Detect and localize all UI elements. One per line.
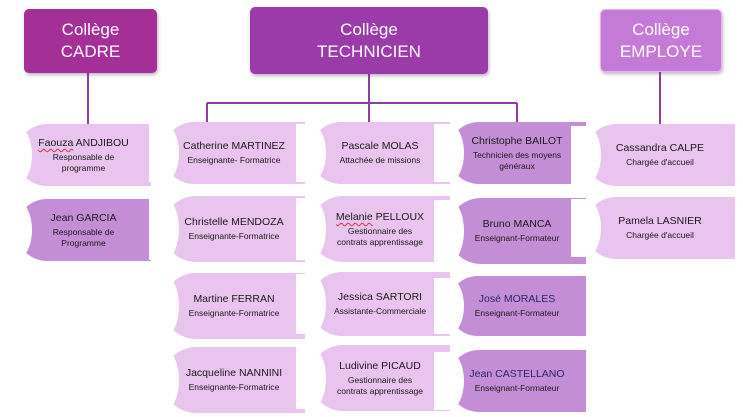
person-card: Ludivine PICAUD Gestionnaire des contrat… xyxy=(296,345,450,411)
person-role: Technicien des moyens généraux xyxy=(472,150,562,171)
header-college-employe: Collège EMPLOYE xyxy=(600,9,722,72)
person-role: Enseignant-Formateur xyxy=(474,383,560,394)
person-role: Enseignante-Formatrice xyxy=(188,308,280,319)
person-name: Ludivine PICAUD xyxy=(339,360,421,372)
person-role: Enseignant-Formateur xyxy=(474,233,560,244)
person-name: Jean CASTELLANO xyxy=(469,368,565,381)
header-employe-line2: EMPLOYE xyxy=(619,41,703,61)
person-role: Chargée d'accueil xyxy=(626,157,694,168)
header-technicien-line2: TECHNICIEN xyxy=(317,41,421,61)
person-name-underlined: Melanie xyxy=(335,211,373,223)
person-name: Pascale MOLAS xyxy=(341,140,419,153)
person-name: Christelle MENDOZA xyxy=(184,216,284,229)
person-name: Jean GARCIA xyxy=(50,212,117,224)
person-role: Gestionnaire des contrats apprentissage xyxy=(337,375,423,396)
person-card: Jessica SARTORI Assistante-Commerciale xyxy=(296,272,450,336)
person-role: Responsable de Programme xyxy=(52,227,115,248)
person-role: Chargée d'accueil xyxy=(626,230,694,241)
person-name: Martine FERRAN xyxy=(193,293,275,306)
person-name: José MORALES xyxy=(478,293,556,306)
header-employe-line1: Collège xyxy=(632,19,690,39)
person-name-rest: ANDJIBOU xyxy=(73,137,129,149)
person-name: Jessica SARTORI xyxy=(337,291,423,304)
header-college-technicien: Collège TECHNICIEN xyxy=(250,7,488,74)
header-cadre-line2: CADRE xyxy=(60,42,121,61)
person-name: Melanie PELLOUX xyxy=(336,211,424,224)
person-name: Cassandra CALPE xyxy=(615,142,705,155)
person-role: Assistante-Commerciale xyxy=(333,306,427,317)
person-role: Gestionnaire des contrats apprentissage xyxy=(337,226,423,247)
person-card: Pascale MOLAS Attachée de missions xyxy=(296,122,450,184)
person-card: Faouza ANDJIBOU Responsable de programme xyxy=(2,124,151,186)
person-role: Enseignant-Formateur xyxy=(474,308,560,319)
person-name: Pamela LASNIER xyxy=(618,215,702,228)
person-name: Catherine MARTINEZ xyxy=(183,140,285,153)
person-name-rest: PELLOUX xyxy=(372,211,425,223)
person-card: Christelle MENDOZA Enseignante-Formatric… xyxy=(149,196,305,262)
person-name: Christophe BAILOT xyxy=(471,135,563,147)
person-card: Cassandra CALPE Chargée d'accueil xyxy=(571,124,735,186)
person-card: Jean GARCIA Responsable de Programme xyxy=(2,199,151,261)
header-cadre-line1: Collège xyxy=(61,20,120,39)
person-role: Attachée de missions xyxy=(339,155,421,166)
person-role: Responsable de programme xyxy=(52,152,115,173)
person-card: Christophe BAILOT Technicien des moyens … xyxy=(434,122,586,184)
person-name: Faouza ANDJIBOU xyxy=(38,137,128,150)
person-card: Jacqueline NANNINI Enseignante-Formatric… xyxy=(149,347,305,413)
person-role: Enseignante-Formatrice xyxy=(188,382,280,393)
person-card: Jean CASTELLANO Enseignant-Formateur xyxy=(434,350,586,412)
person-role: Enseignante-Formatrice xyxy=(188,231,280,242)
person-card: Catherine MARTINEZ Enseignante- Formatri… xyxy=(149,122,305,184)
person-role: Enseignante- Formatrice xyxy=(187,155,281,166)
person-name-underlined: Faouza xyxy=(38,137,74,149)
person-card: Pamela LASNIER Chargée d'accueil xyxy=(571,197,735,259)
header-college-cadre: Collège CADRE xyxy=(24,9,157,73)
header-technicien-line1: Collège xyxy=(340,19,398,39)
person-card: Melanie PELLOUX Gestionnaire des contrat… xyxy=(296,196,450,262)
person-card: Martine FERRAN Enseignante-Formatrice xyxy=(149,273,305,339)
person-card: Bruno MANCA Enseignant-Formateur xyxy=(434,198,586,264)
person-card: José MORALES Enseignant-Formateur xyxy=(434,276,586,336)
person-name: Bruno MANCA xyxy=(482,218,552,231)
person-name: Jacqueline NANNINI xyxy=(185,367,283,380)
